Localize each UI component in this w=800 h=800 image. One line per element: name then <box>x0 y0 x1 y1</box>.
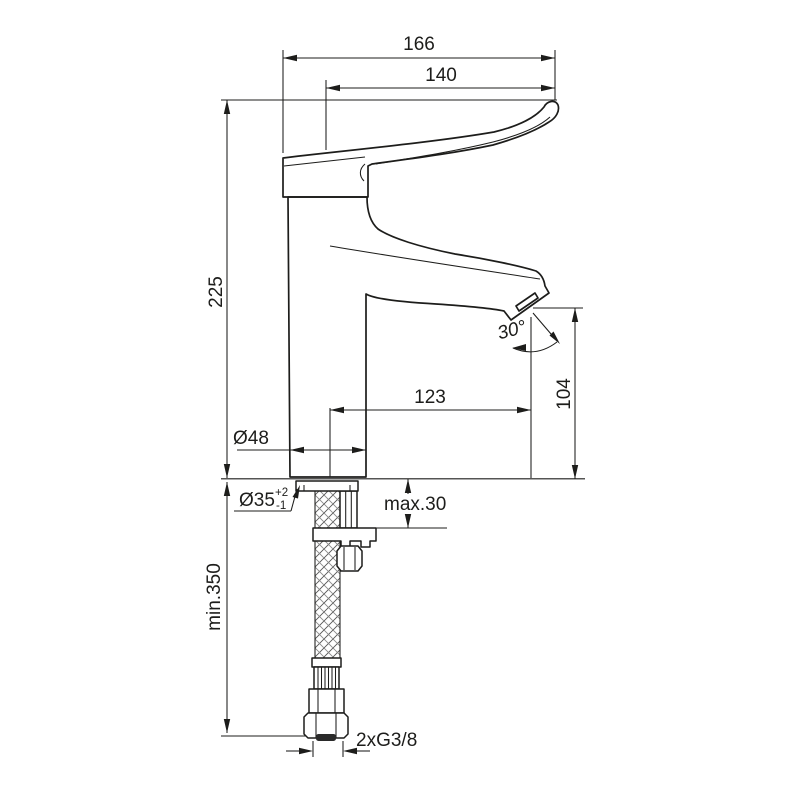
faucet-body <box>287 196 550 478</box>
dimension-overall-projection: 166 <box>282 34 556 153</box>
faucet-figure <box>221 100 585 741</box>
dim-140-label: 140 <box>425 65 457 86</box>
mounting-shank <box>339 490 358 529</box>
dimension-connection: 2xG3/8 <box>286 730 417 757</box>
connection-opening <box>316 734 336 741</box>
dim-48-label: Ø48 <box>233 428 269 449</box>
arc-arrow <box>512 344 526 351</box>
dimension-handle-projection: 140 <box>325 65 555 150</box>
dim-35-label: Ø35 <box>239 490 275 511</box>
dimension-body-height: 225 <box>206 99 557 478</box>
hose-ferrule <box>311 657 342 668</box>
mounting-bracket <box>312 527 377 548</box>
supply-hose <box>314 491 341 661</box>
dim-123-label: 123 <box>414 387 446 408</box>
dim-max30-label: max.30 <box>384 494 446 515</box>
spout-contour-line <box>329 245 541 280</box>
lever-root-fillet <box>359 163 366 182</box>
dimension-outlet-height: 104 <box>533 307 583 479</box>
hose-connector <box>303 657 349 741</box>
hex-fitting <box>308 688 345 714</box>
dimension-hole-diameter: Ø35 +2 -1 <box>234 485 300 512</box>
mounting-nut <box>336 545 363 572</box>
faucet-lever-handle <box>282 100 560 198</box>
dimension-deck-thickness: max.30 <box>372 479 447 529</box>
dim-g38-label: 2xG3/8 <box>356 730 417 751</box>
dimension-hose-length: min.350 <box>204 482 306 737</box>
cap-top-edge <box>283 156 366 167</box>
dim-225-label: 225 <box>206 276 227 308</box>
dim-35-tol-minus: -1 <box>276 500 286 512</box>
connection-nut <box>303 712 349 739</box>
faucet-body-spout <box>287 196 550 478</box>
aerator-outlet <box>515 292 539 312</box>
dim-min350-label: min.350 <box>204 563 225 631</box>
dimension-body-diameter: Ø48 <box>233 428 366 454</box>
dimension-spout-reach: 123 <box>329 317 532 478</box>
flow-arrow <box>549 331 560 344</box>
lever-inner-edge <box>375 116 551 165</box>
angle-arc <box>512 341 558 353</box>
dim-166-label: 166 <box>403 34 435 55</box>
dim-30deg-label: 30° <box>495 317 529 345</box>
base-washer <box>295 480 359 492</box>
lever-outline <box>282 100 560 198</box>
leader-arrow <box>292 485 300 499</box>
dim-104-label: 104 <box>554 378 575 410</box>
dimension-outlet-angle: 30° <box>495 312 560 353</box>
dim-35-tol-plus: +2 <box>275 487 288 499</box>
